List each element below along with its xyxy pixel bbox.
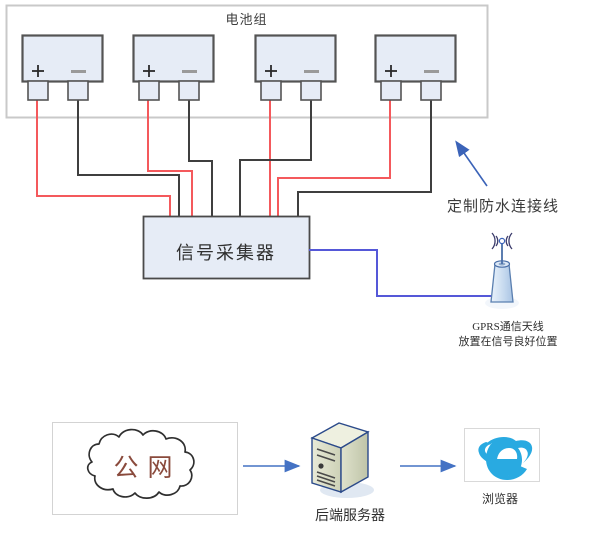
wire-b4-pos <box>277 92 391 218</box>
antenna-label-line2: 放置在信号良好位置 <box>458 336 558 348</box>
antenna-cable <box>309 249 498 297</box>
battery-4 <box>374 34 457 101</box>
public-network-label: 公网 <box>113 455 182 482</box>
wire-b4-neg <box>297 92 432 218</box>
battery-4-minus-icon <box>424 70 439 73</box>
battery-1 <box>21 34 104 101</box>
backend-server-icon <box>310 422 374 498</box>
wire-b1-neg <box>77 92 180 218</box>
wire-b3-neg <box>239 92 312 218</box>
public-network-cloud-icon <box>86 428 195 499</box>
wire-b2-pos <box>147 92 193 218</box>
backend-server-label: 后端服务器 <box>315 509 385 524</box>
battery-1-plus-icon <box>32 65 44 77</box>
browser-label: 浏览器 <box>481 492 518 506</box>
signal-collector-label: 信号采集器 <box>176 243 276 263</box>
battery-2-plus-icon <box>143 65 155 77</box>
antenna-label-line1: GPRS通信天线 <box>472 321 544 333</box>
battery-3-minus-icon <box>304 70 319 73</box>
internet-explorer-icon[interactable] <box>478 437 533 480</box>
battery-3 <box>254 34 337 101</box>
wire-b2-neg <box>188 92 213 218</box>
wire-b1-pos <box>36 92 171 218</box>
waterproof-annotation-arrow <box>455 140 488 187</box>
waterproof-cable-annotation: 定制防水连接线 <box>447 199 560 215</box>
gprs-antenna-icon <box>485 232 519 309</box>
battery-2-minus-icon <box>182 70 197 73</box>
battery-1-minus-icon <box>71 70 86 73</box>
signal-collector-box[interactable] <box>142 215 311 280</box>
battery-pack-title: 电池组 <box>225 12 268 27</box>
battery-3-plus-icon <box>265 65 277 77</box>
battery-2 <box>132 34 215 101</box>
battery-4-plus-icon <box>385 65 397 77</box>
